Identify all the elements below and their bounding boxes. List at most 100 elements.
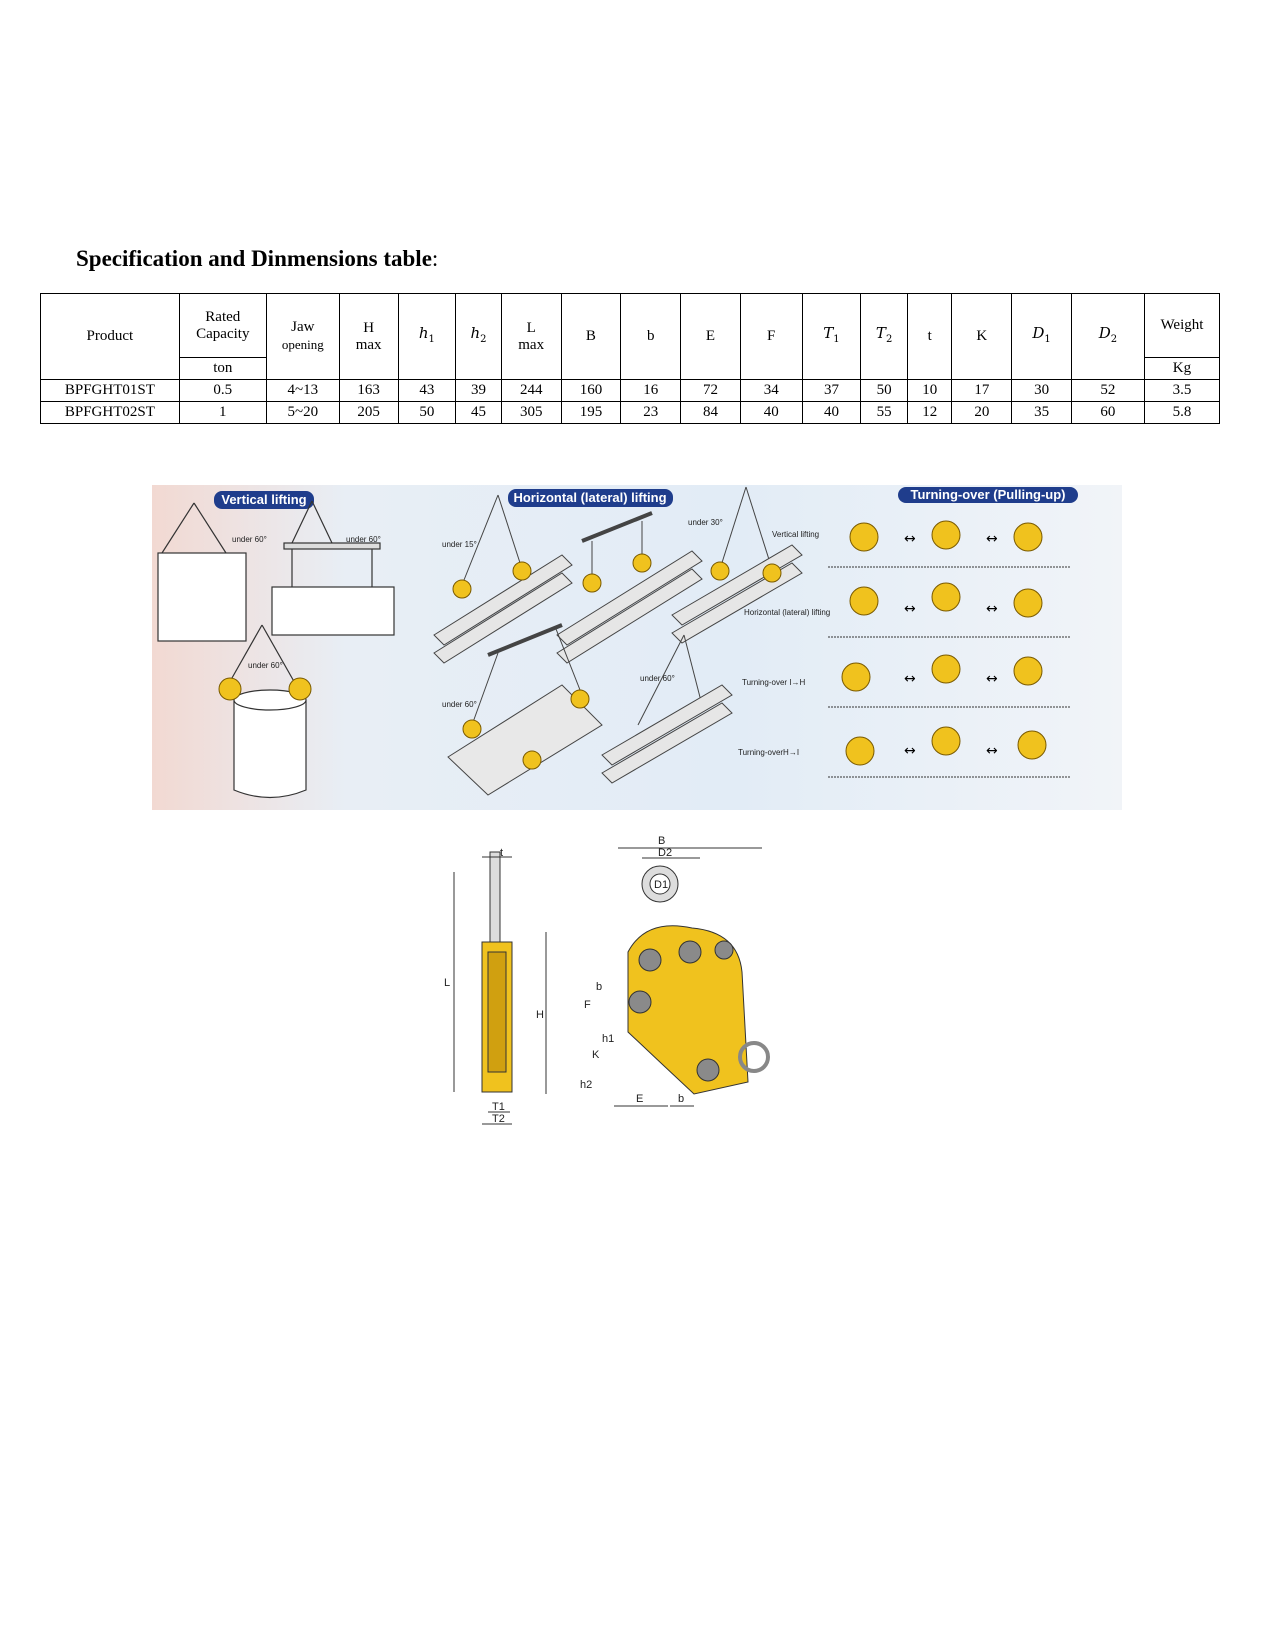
clamp-icon <box>512 561 532 581</box>
col-weight: Weight <box>1143 293 1221 358</box>
col-b: b <box>620 293 682 380</box>
row-label: Vertical lifting <box>772 530 819 539</box>
cell: 52 <box>1070 379 1145 402</box>
col-T1: T1 <box>801 293 862 380</box>
arrow-icon: ↔ <box>904 531 916 547</box>
cell: 50 <box>397 401 457 424</box>
clamp-icon <box>522 750 542 770</box>
plate-lift-3 <box>447 623 603 796</box>
col-B: B <box>560 293 622 380</box>
page-title: Specification and Dinmensions table: <box>76 246 439 271</box>
cell: 3.5 <box>1143 379 1221 402</box>
cell: 4~13 <box>265 379 340 402</box>
col-D2: D2 <box>1070 293 1145 380</box>
cell: 60 <box>1070 401 1145 424</box>
clamp-icon <box>849 586 879 616</box>
clamp-icon <box>632 553 652 573</box>
clamp-icon <box>762 563 782 583</box>
table-row: BPFGHT01ST 0.5 4~13 163 43 39 244 160 16… <box>40 379 1221 402</box>
row-label: Turning-overH→I <box>738 748 799 757</box>
clamp-icon <box>931 726 961 756</box>
drum-lift <box>227 624 307 799</box>
pill-vertical-label: Vertical lifting <box>221 492 306 507</box>
pill-turning-label: Turning-over (Pulling-up) <box>910 487 1065 502</box>
unit-weight: Kg <box>1143 357 1221 380</box>
angle-label: under 60° <box>442 700 477 709</box>
cell: 205 <box>338 401 399 424</box>
cell: 84 <box>680 401 741 424</box>
cell: 305 <box>500 401 562 424</box>
angle-label: under 60° <box>248 661 283 670</box>
clamp-icon <box>582 573 602 593</box>
clamp-icon <box>1013 656 1043 686</box>
arrow-icon: ↔ <box>904 601 916 617</box>
dim-b-bottom: b <box>678 1093 684 1105</box>
clamp-icon <box>931 654 961 684</box>
cell: 10 <box>906 379 953 402</box>
clamp-icon <box>931 520 961 550</box>
cell: 12 <box>906 401 953 424</box>
col-K: K <box>951 293 1013 380</box>
pill-vertical <box>214 491 314 509</box>
cell: BPFGHT01ST <box>40 379 180 402</box>
arrow-icon: ↔ <box>986 743 998 759</box>
cell: 20 <box>951 401 1013 424</box>
dim-E: E <box>636 1093 643 1105</box>
clamp-icon <box>462 719 482 739</box>
cell: 50 <box>860 379 908 402</box>
cell: 72 <box>680 379 741 402</box>
clamp-icon <box>1013 588 1043 618</box>
pill-horizontal <box>508 489 673 507</box>
clamp-icon <box>841 662 871 692</box>
cell: 40 <box>801 401 862 424</box>
dim-F: F <box>584 999 591 1011</box>
col-F: F <box>739 293 803 380</box>
col-E: E <box>680 293 741 380</box>
col-h1: h1 <box>397 293 457 380</box>
cell: 55 <box>860 401 908 424</box>
pill-turning <box>898 487 1078 503</box>
clamp-icon <box>1017 730 1047 760</box>
dim-T1: T1 <box>492 1101 505 1113</box>
front-view <box>545 847 770 1107</box>
cell: 5~20 <box>265 401 340 424</box>
clamp-icon <box>570 689 590 709</box>
unit-capacity: ton <box>178 357 267 380</box>
dim-t: t <box>500 847 503 859</box>
col-D1: D1 <box>1011 293 1072 380</box>
cell: BPFGHT02ST <box>40 401 180 424</box>
col-product: Product <box>40 293 180 380</box>
angle-label: under 60° <box>346 535 381 544</box>
beam-lift-4 <box>601 634 733 784</box>
beam-lift-1 <box>433 494 573 664</box>
cell: 45 <box>455 401 502 424</box>
arrow-icon: ↔ <box>986 671 998 687</box>
arrow-icon: ↔ <box>986 601 998 617</box>
dim-H: H <box>536 1009 544 1021</box>
dim-h1: h1 <box>602 1033 614 1045</box>
dim-b: b <box>596 981 602 993</box>
clamp-icon <box>288 677 312 701</box>
clamp-icon <box>845 736 875 766</box>
row-label: Horizontal (lateral) lifting <box>744 608 830 617</box>
cell: 37 <box>801 379 862 402</box>
cell: 163 <box>338 379 399 402</box>
dim-K: K <box>592 1049 600 1061</box>
arrow-icon: ↔ <box>904 671 916 687</box>
row-label: Turning-over I→H <box>742 678 806 687</box>
dim-L: L <box>444 977 450 989</box>
cell: 5.8 <box>1143 401 1221 424</box>
col-T2: T2 <box>860 293 908 380</box>
clamp-icon <box>710 561 730 581</box>
clamp-icon <box>452 579 472 599</box>
cell: 43 <box>397 379 457 402</box>
dim-D2: D2 <box>658 847 672 859</box>
dimension-drawing: t L T1 T2 B D2 D1 H F b h1 K h2 E <box>432 832 782 1130</box>
clamp-icon <box>218 677 242 701</box>
angle-label: under 60° <box>640 674 675 683</box>
arrow-icon: ↔ <box>986 531 998 547</box>
